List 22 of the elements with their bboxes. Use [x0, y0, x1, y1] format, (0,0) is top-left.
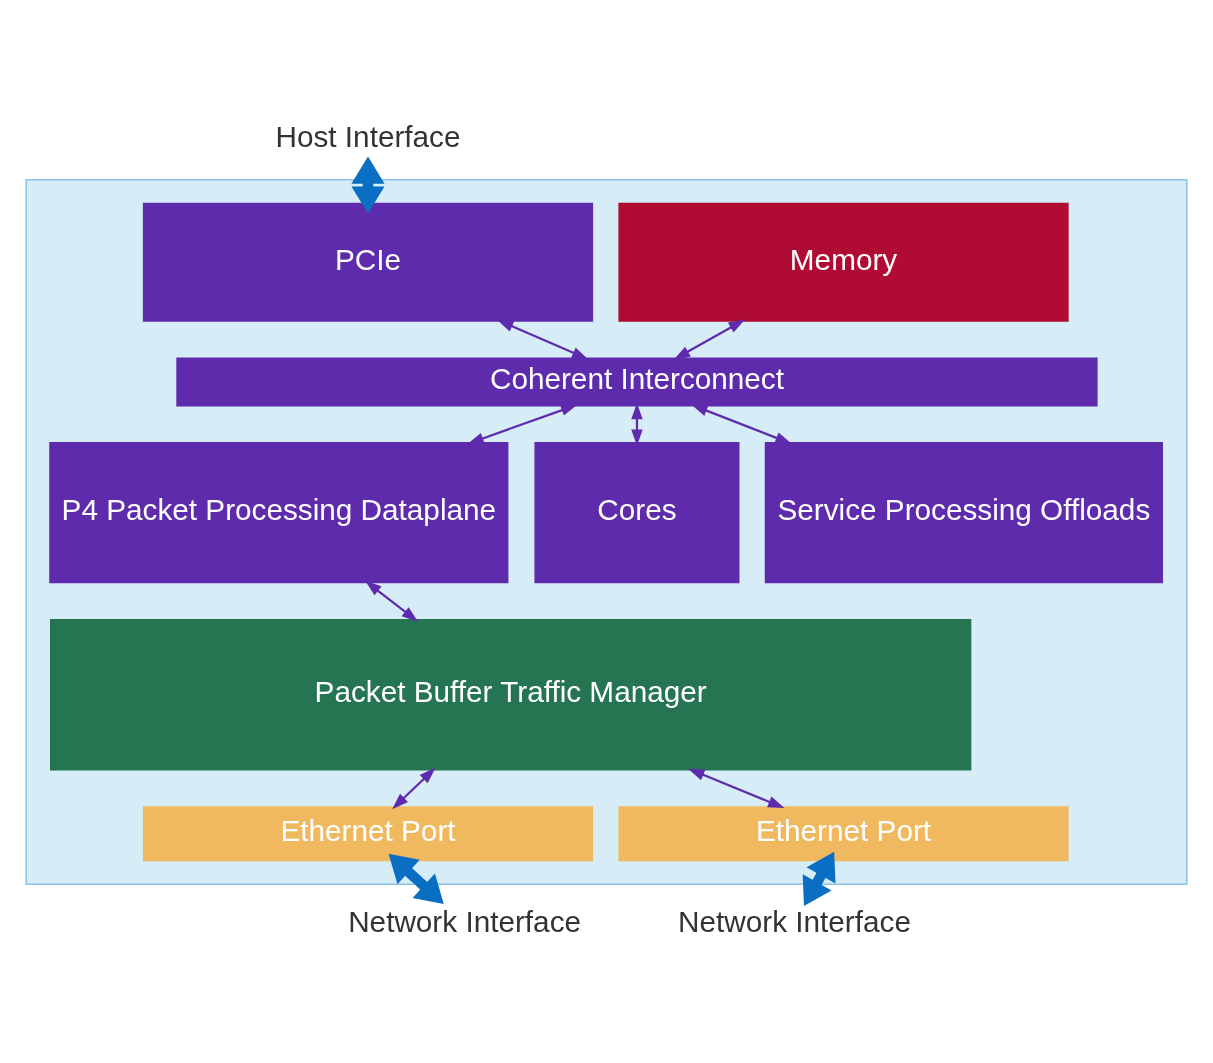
- node-box: Ethernet Port: [142, 805, 594, 861]
- node-text: Host Interface: [275, 119, 461, 153]
- node-text: Network Interface: [348, 904, 582, 938]
- arrow: [392, 767, 436, 809]
- node-box: Service Processing Offloads: [764, 441, 1163, 583]
- node-box: Memory: [618, 202, 1069, 322]
- arrow: [688, 768, 785, 808]
- node-box: Ethernet Port: [618, 805, 1069, 861]
- arrow: [388, 853, 444, 904]
- node-box: PCIe: [142, 202, 594, 322]
- node-box: Packet Buffer Traffic Manager: [50, 618, 972, 770]
- arrow: [673, 318, 745, 360]
- arrow: [497, 319, 589, 359]
- node-box: Coherent Interconnect: [176, 356, 1098, 406]
- arrow: [467, 404, 578, 444]
- node-box: P4 Packet Processing Dataplane: [49, 441, 509, 583]
- arrow: [691, 404, 792, 444]
- node-box: Cores: [534, 441, 740, 583]
- arrow: [351, 156, 385, 213]
- arrow: [365, 580, 419, 622]
- node-text: Network Interface: [678, 904, 911, 938]
- arrow: [802, 851, 836, 906]
